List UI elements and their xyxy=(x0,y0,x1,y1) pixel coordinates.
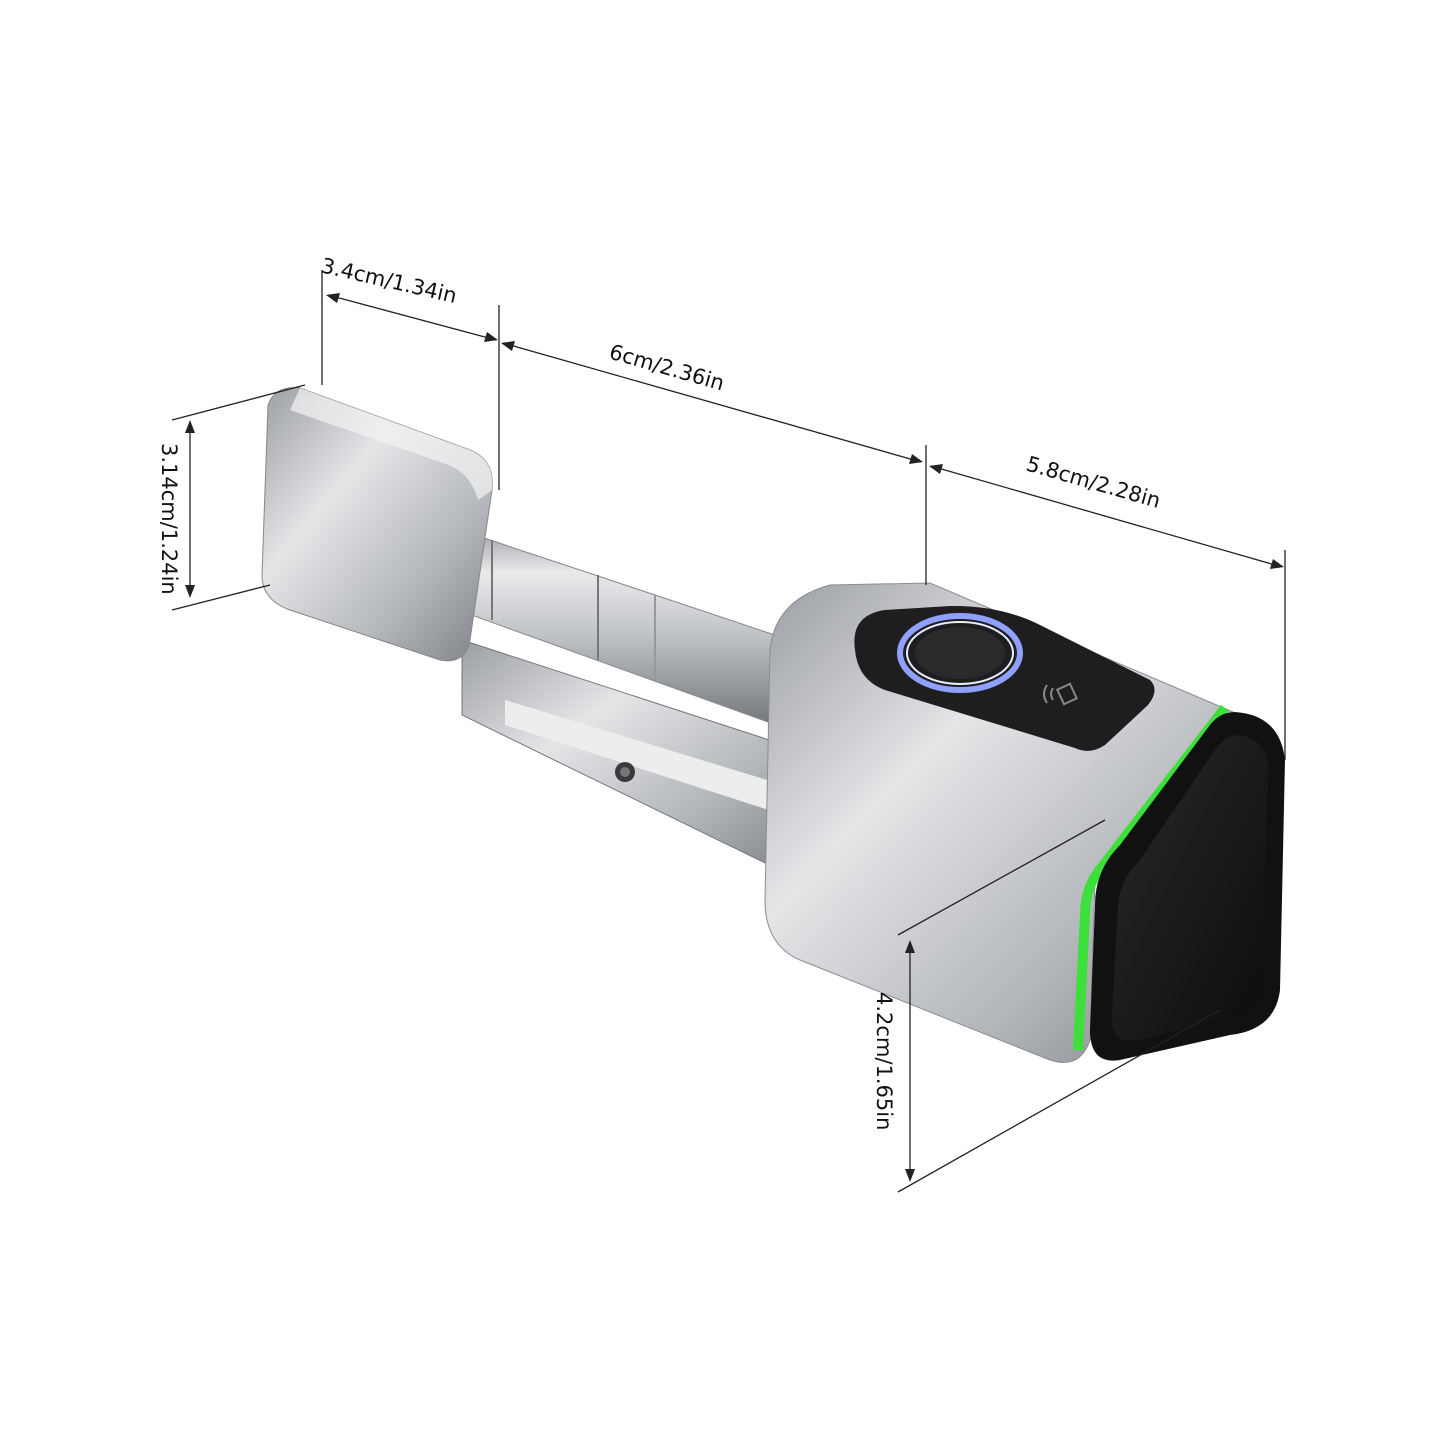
knob-length-label: 3.4cm/1.34in xyxy=(319,253,459,308)
arrowheads xyxy=(185,293,1284,1182)
cylinder-length-label: 6cm/2.36in xyxy=(607,340,727,396)
head-height-label: 4.2cm/1.65in xyxy=(872,992,896,1130)
knob-height-label: 3.14cm/1.24in xyxy=(157,443,181,595)
dimension-lines xyxy=(171,270,1286,1193)
cylinder-body xyxy=(461,639,801,881)
head-length-label: 5.8cm/2.28in xyxy=(1024,452,1164,513)
thumb-turn-knob xyxy=(261,387,493,662)
lock-head xyxy=(764,582,1285,1063)
nfc-icon xyxy=(1043,682,1079,706)
indicator-ring xyxy=(1073,704,1229,1051)
fingerprint-icon xyxy=(897,613,1023,693)
